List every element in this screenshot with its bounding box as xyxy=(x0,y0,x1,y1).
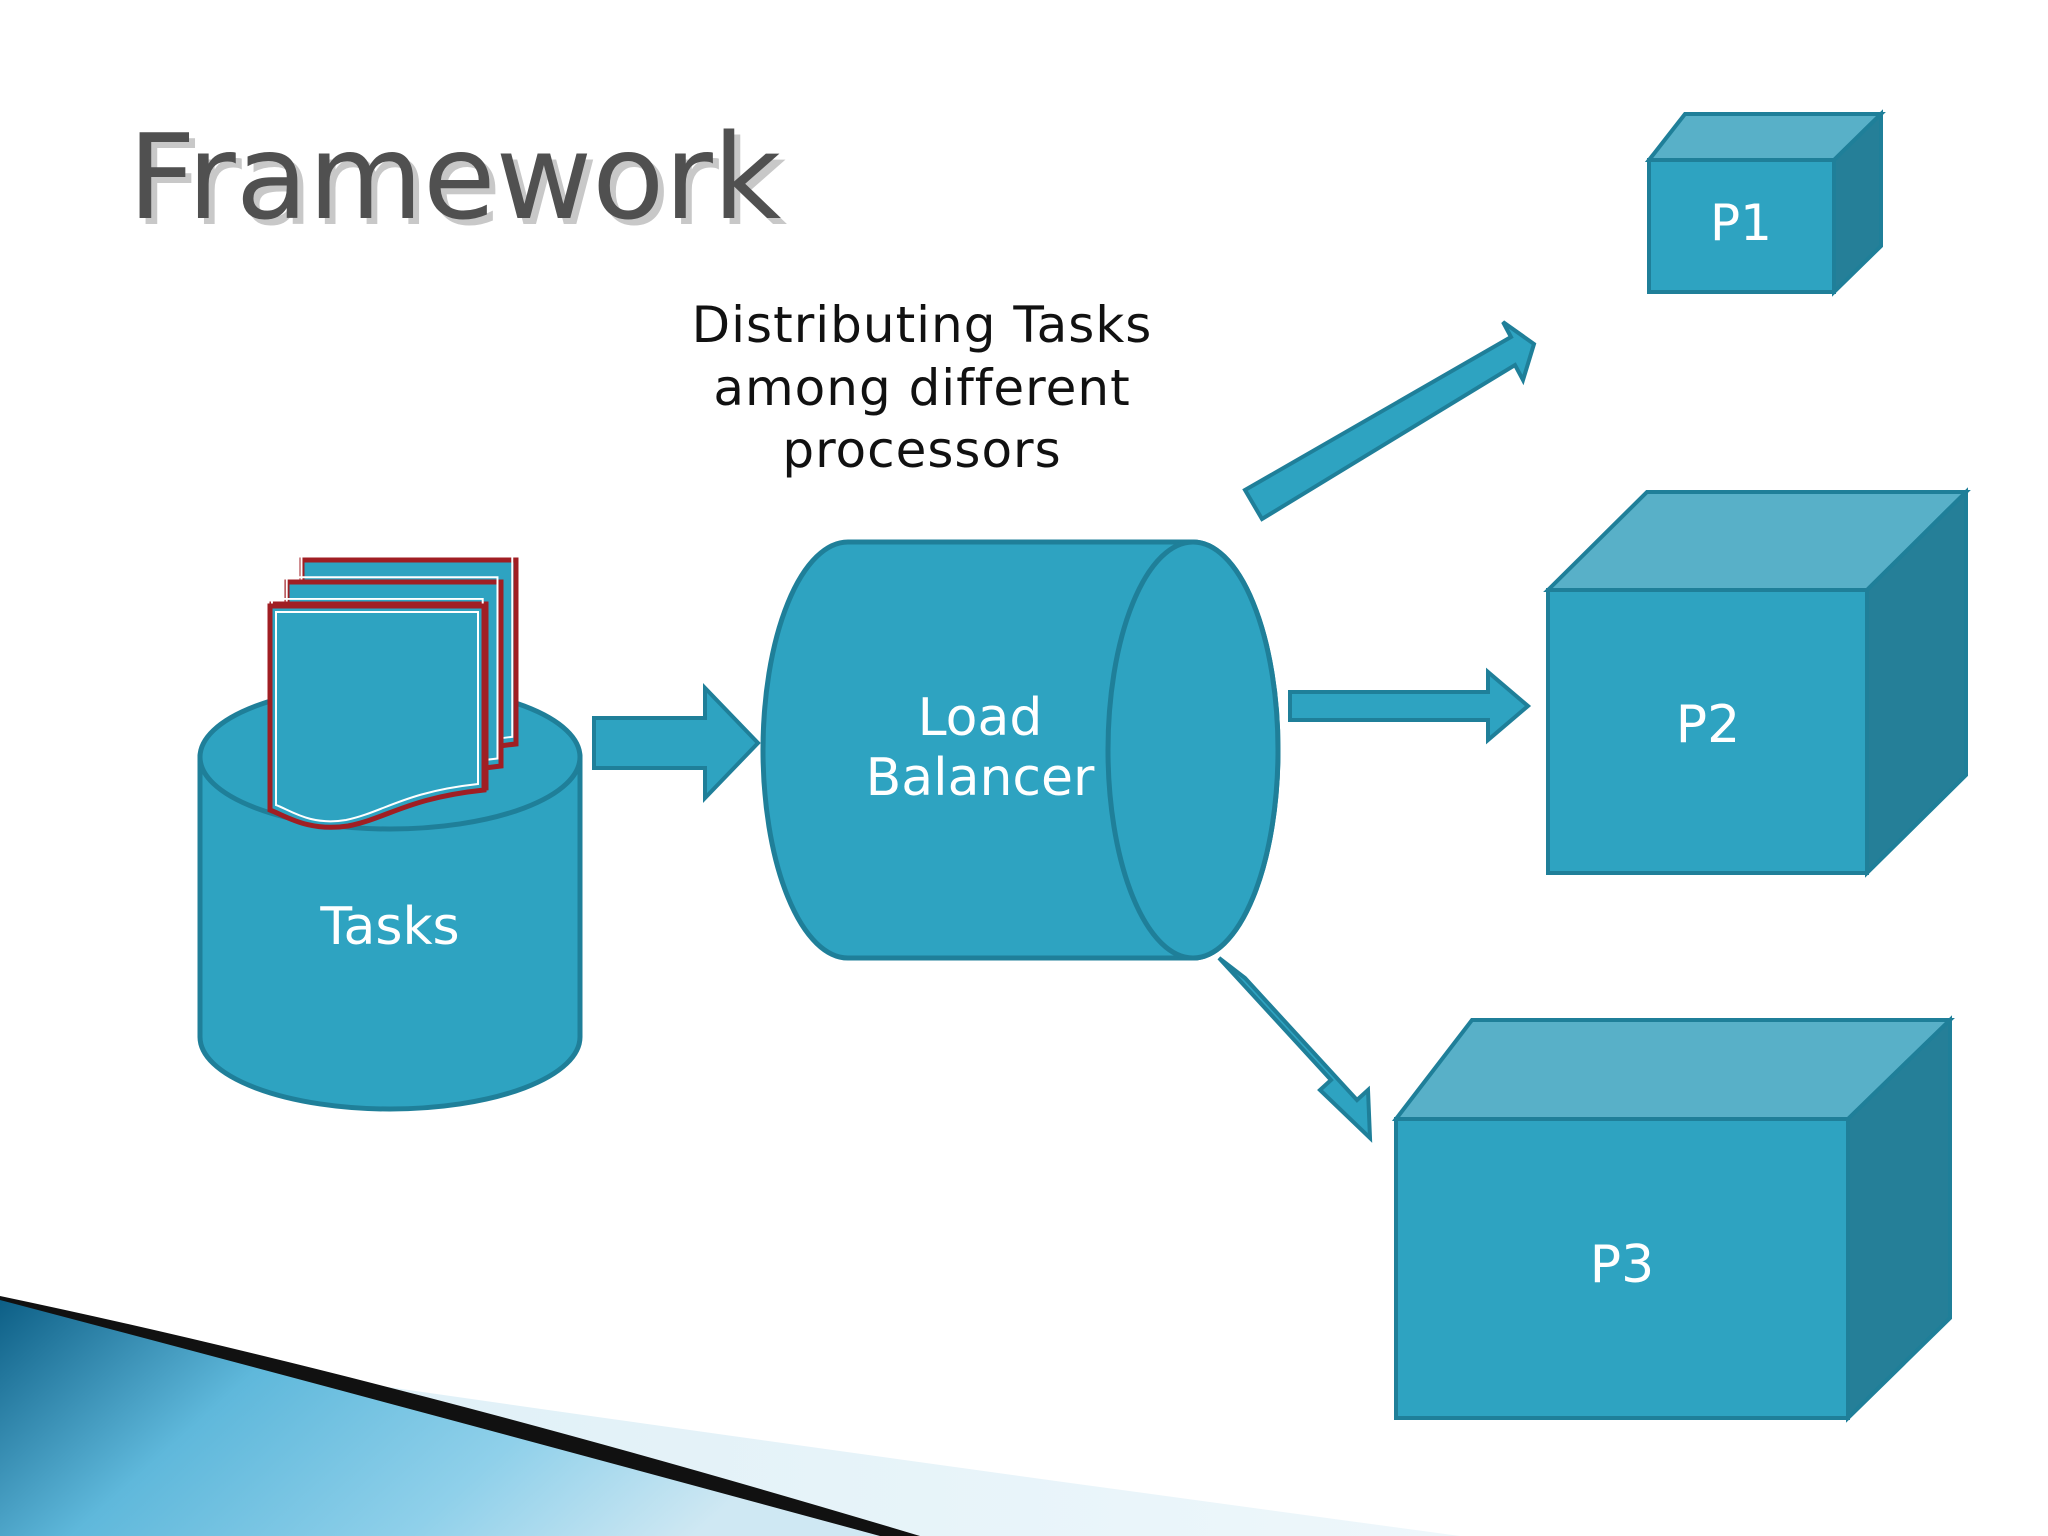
tasks-cylinder-body xyxy=(197,754,583,1112)
caption-line-1: Distributing Tasks xyxy=(692,296,1153,354)
distribution-caption: Distributing Tasks among different proce… xyxy=(692,296,1153,479)
processor-p1-box: P1 xyxy=(1644,109,1886,297)
p2-label: P2 xyxy=(1676,695,1740,755)
arrow-to-p3 xyxy=(1217,956,1373,1143)
decorative-swoosh xyxy=(0,1296,1460,1536)
slide-title: Framework Framework xyxy=(128,108,787,252)
p1-label: P1 xyxy=(1710,194,1772,252)
svg-text:Framework: Framework xyxy=(134,114,787,252)
processor-p2-box: P2 xyxy=(1543,487,1971,878)
tasks-label: Tasks xyxy=(319,897,459,957)
document-icon xyxy=(267,603,487,830)
title-text: Framework xyxy=(128,108,781,246)
arrow-tasks-to-load-balancer xyxy=(592,683,761,803)
processor-p3-box: P3 xyxy=(1391,1015,1955,1423)
load-balancer-cylinder: Load Balancer xyxy=(760,539,1281,961)
load-balancer-label-line-1: Load xyxy=(918,688,1043,748)
load-balancer-end-cap xyxy=(1105,539,1281,961)
document-stack-icon xyxy=(267,554,519,830)
p3-label: P3 xyxy=(1590,1235,1654,1295)
caption-line-3: processors xyxy=(782,421,1061,479)
arrow-to-p2 xyxy=(1288,667,1532,745)
arrow-to-p1 xyxy=(1242,320,1537,522)
caption-line-2: among different xyxy=(713,359,1130,417)
load-balancer-label-line-2: Balancer xyxy=(866,748,1095,808)
